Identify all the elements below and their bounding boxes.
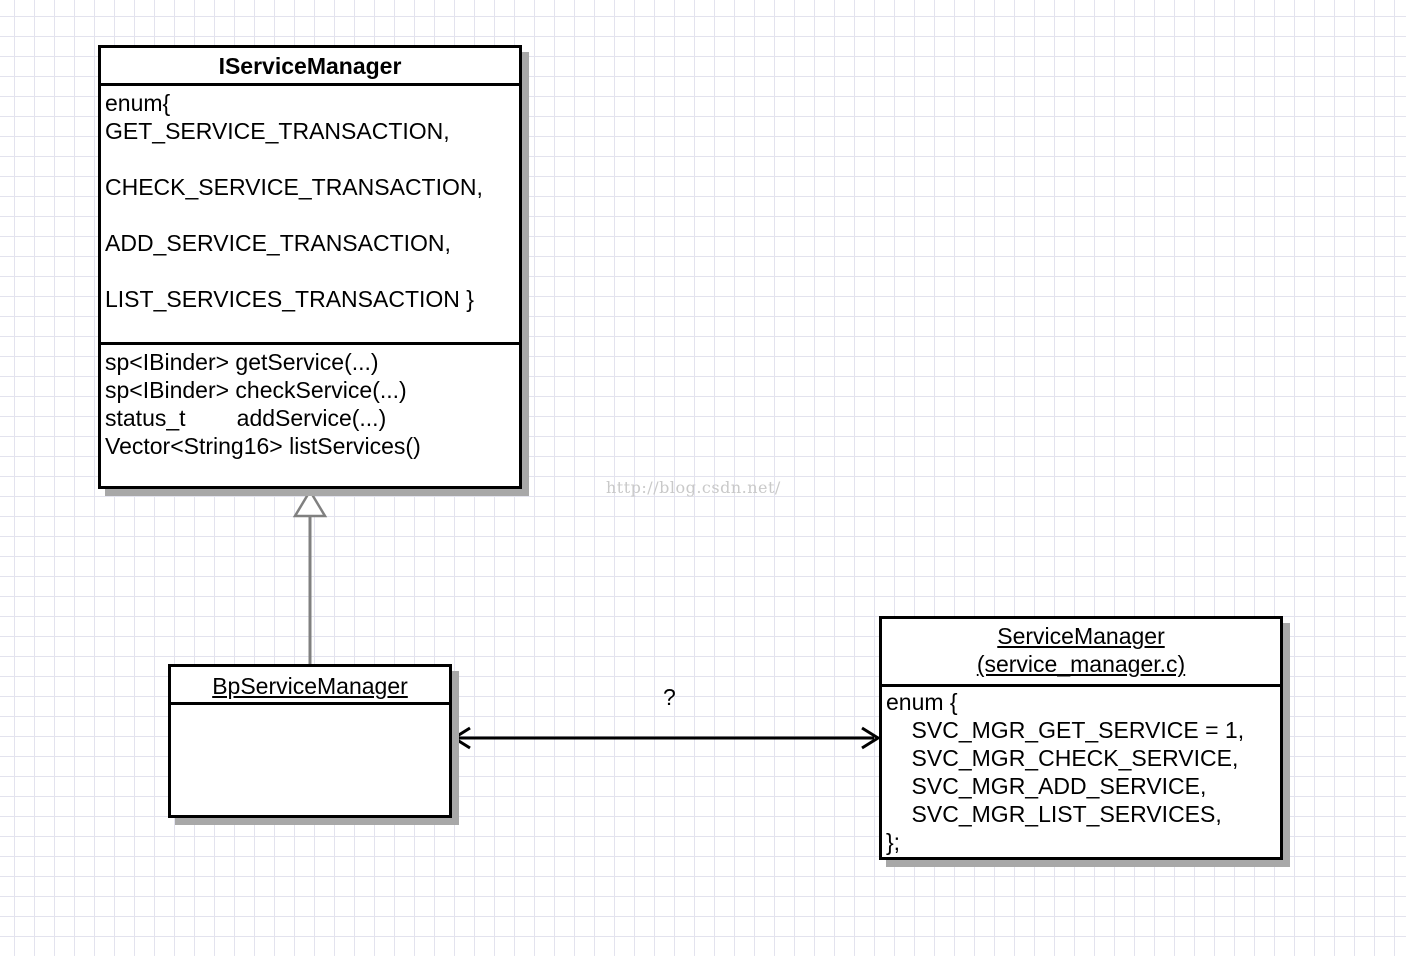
body-line: SVC_MGR_ADD_SERVICE, (886, 773, 1207, 799)
operation-line: status_t addService(...) (105, 405, 387, 431)
attribute-line: ADD_SERVICE_TRANSACTION, (105, 230, 451, 256)
operation-line: Vector<String16> listServices() (105, 433, 421, 459)
body-line: SVC_MGR_LIST_SERVICES, (886, 801, 1222, 827)
servicemanager-body: enum { SVC_MGR_GET_SERVICE = 1, SVC_MGR_… (882, 687, 1280, 856)
body-line: SVC_MGR_GET_SERVICE = 1, (886, 717, 1245, 743)
association-left-arrowhead-icon (451, 726, 471, 750)
servicemanager-file-name: (service_manager.c) (976, 651, 1186, 677)
servicemanager-class[interactable]: ServiceManager (service_manager.c) enum … (879, 616, 1283, 860)
body-line: enum { (886, 689, 958, 715)
body-line: }; (886, 829, 901, 855)
body-line: SVC_MGR_CHECK_SERVICE, (886, 745, 1239, 771)
attribute-line: LIST_SERVICES_TRANSACTION } (105, 286, 474, 312)
association-edge[interactable] (451, 726, 881, 750)
iservicemanager-class-name: IServiceManager (101, 48, 519, 86)
inheritance-arrowhead-icon (292, 488, 328, 518)
iservicemanager-operations: sp<IBinder> getService(...) sp<IBinder> … (101, 345, 519, 460)
servicemanager-class-name: ServiceManager (997, 623, 1165, 649)
bpservicemanager-class-name: BpServiceManager (171, 667, 449, 705)
association-label: ? (663, 684, 676, 710)
association-right-arrowhead-icon (861, 726, 881, 750)
iservicemanager-class[interactable]: IServiceManager enum{ GET_SERVICE_TRANSA… (98, 45, 522, 489)
operation-line: sp<IBinder> checkService(...) (105, 377, 407, 403)
operation-line: sp<IBinder> getService(...) (105, 349, 379, 375)
iservicemanager-attributes: enum{ GET_SERVICE_TRANSACTION, CHECK_SER… (101, 86, 519, 345)
inheritance-edge[interactable] (292, 488, 328, 664)
attribute-line: enum{ (105, 90, 171, 116)
attribute-line: CHECK_SERVICE_TRANSACTION, (105, 174, 483, 200)
watermark: http://blog.csdn.net/ (606, 478, 781, 497)
bpservicemanager-class[interactable]: BpServiceManager (168, 664, 452, 818)
servicemanager-header: ServiceManager (service_manager.c) (882, 619, 1280, 687)
attribute-line: GET_SERVICE_TRANSACTION, (105, 118, 450, 144)
